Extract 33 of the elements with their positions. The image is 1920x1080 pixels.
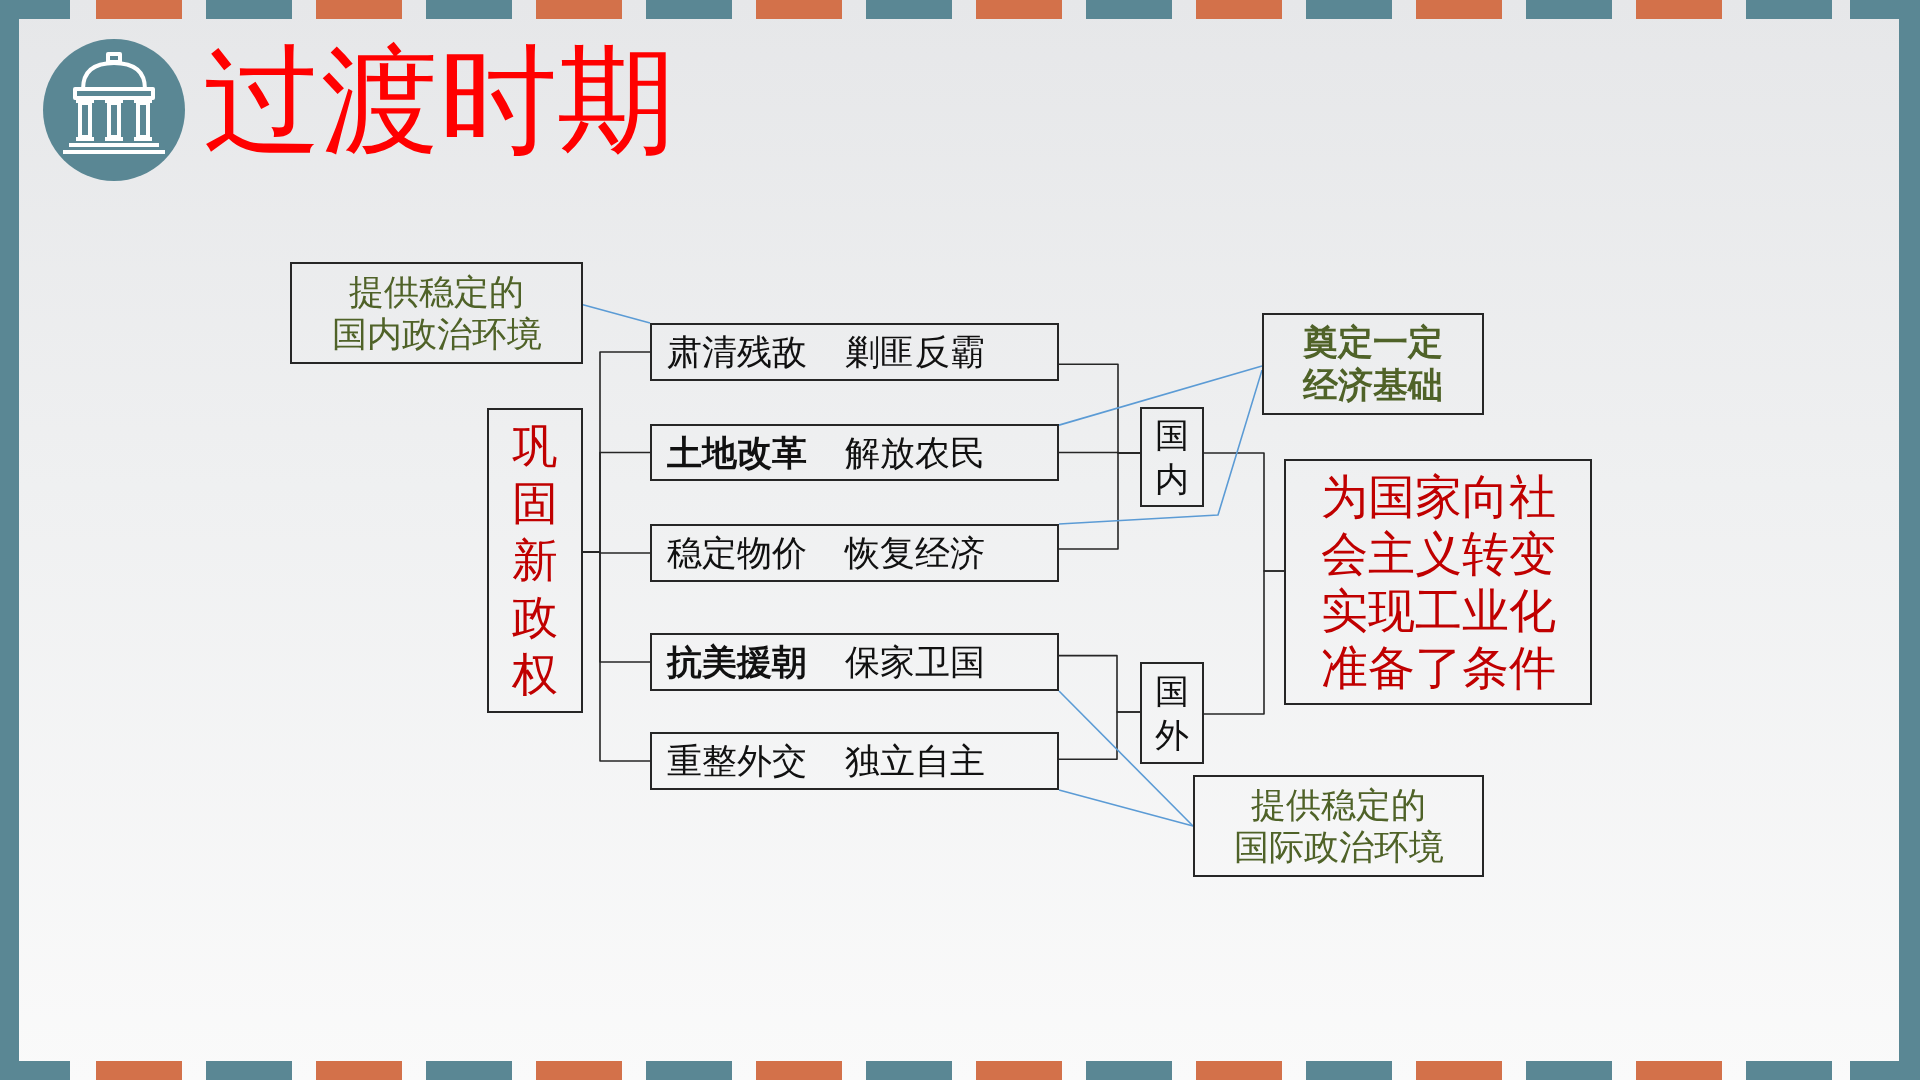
theme-text: 巩固新政权 bbox=[511, 418, 559, 703]
note-box bbox=[1262, 313, 1484, 415]
bracket-line bbox=[1058, 452, 1141, 550]
connector-line bbox=[1058, 789, 1194, 827]
measure-box bbox=[650, 732, 1059, 790]
scope-box bbox=[1140, 662, 1204, 764]
measure-box bbox=[650, 524, 1059, 582]
page-title: 过渡时期 bbox=[203, 30, 675, 170]
note-text: 提供稳定的国内政治环境 bbox=[331, 271, 542, 355]
connector-line bbox=[1058, 690, 1194, 827]
connector-line bbox=[1058, 365, 1263, 426]
connector-line bbox=[1058, 369, 1263, 525]
note-box bbox=[1193, 775, 1484, 877]
measure-text: 土地改革 解放农民 bbox=[667, 431, 986, 475]
note-box bbox=[290, 262, 583, 364]
note-text: 奠定一定经济基础 bbox=[1302, 321, 1444, 407]
measure-text: 稳定物价 恢复经济 bbox=[667, 532, 986, 575]
bracket-line bbox=[1058, 711, 1141, 761]
note-text: 提供稳定的国际政治环境 bbox=[1233, 784, 1444, 868]
connector-line bbox=[582, 304, 651, 324]
conclusion-text: 为国家向社会主义转变实现工业化准备了条件 bbox=[1319, 468, 1557, 696]
measure-text: 重整外交 独立自主 bbox=[667, 740, 986, 783]
theme-box bbox=[487, 408, 583, 713]
measure-box bbox=[650, 633, 1059, 691]
conclusion-box bbox=[1284, 459, 1592, 705]
measure-box bbox=[650, 424, 1059, 481]
measure-text: 肃清残敌 剿匪反霸 bbox=[667, 331, 986, 374]
scope-box bbox=[1140, 407, 1204, 507]
scope-text: 国内 bbox=[1154, 414, 1190, 501]
bracket-line bbox=[1203, 570, 1285, 715]
measure-box bbox=[650, 323, 1059, 381]
scope-text: 国外 bbox=[1154, 670, 1190, 757]
measure-text: 抗美援朝 保家卫国 bbox=[667, 641, 986, 684]
